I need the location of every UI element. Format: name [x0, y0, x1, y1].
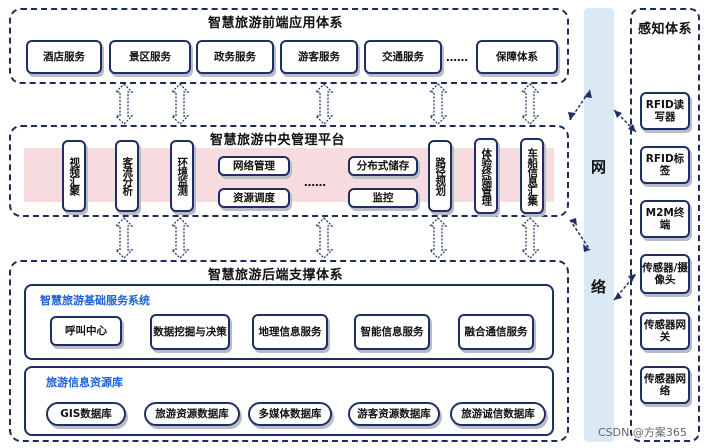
resource-panel [24, 366, 554, 436]
back-layer-title: 智慧旅游后端支撑体系 [208, 268, 344, 283]
perception-sensor-camera: 传感器/摄像头 [640, 254, 690, 294]
front-ellipsis: …… [446, 51, 468, 64]
arrow-central-back-1 [115, 217, 133, 259]
network-bar [584, 8, 614, 442]
arrow-front-central-4 [429, 83, 447, 125]
central-terminal: 体验终端管理 [474, 138, 498, 214]
db-integrity: 旅游诚信数据库 [450, 402, 546, 426]
arrow-central-back-2 [171, 217, 189, 259]
base-service-title: 智慧旅游基础服务系统 [40, 294, 150, 307]
front-layer-title: 智慧旅游前端应用体系 [208, 16, 344, 31]
central-layer [9, 125, 569, 217]
perception-rfid-tag: RFID标签 [640, 146, 690, 184]
watermark: CSDN @方案365 [598, 426, 687, 439]
arrow-central-back-5 [521, 217, 539, 259]
service-tourist: 游客服务 [280, 40, 358, 74]
central-monitor: 监控 [348, 188, 418, 208]
base-call-center: 呼叫中心 [50, 316, 122, 346]
arrow-central-back-4 [429, 217, 447, 259]
central-storage: 分布式储存 [348, 156, 418, 176]
service-traffic: 交通服务 [364, 40, 442, 74]
front-layer [9, 8, 569, 84]
db-tour-resource: 旅游资源数据库 [144, 402, 240, 426]
central-env: 环境监测 [170, 140, 194, 212]
perception-network: 传感器网络 [640, 366, 690, 404]
network-label-bottom: 络 [591, 278, 607, 296]
db-multimedia: 多媒体数据库 [248, 402, 332, 426]
resource-title: 旅游信息资源库 [46, 376, 123, 389]
arrow-front-central-5 [521, 83, 539, 125]
base-smart-info: 智能信息服务 [354, 314, 430, 350]
perception-layer [630, 8, 700, 442]
central-video: 视频汇聚 [62, 140, 86, 212]
central-route: 路径规划 [428, 140, 452, 212]
db-gis: GIS数据库 [46, 402, 126, 426]
central-ellipsis: …… [304, 176, 326, 189]
base-data-mining: 数据挖掘与决策 [150, 314, 230, 350]
perception-rfid-reader: RFID读写器 [640, 92, 690, 130]
central-resource-sched: 资源调度 [218, 188, 290, 208]
base-geo-info: 地理信息服务 [252, 314, 328, 350]
base-service-panel [24, 284, 554, 360]
arrow-front-central-1 [115, 83, 133, 125]
perception-m2m: M2M终端 [640, 200, 690, 238]
central-flow: 客流分析 [115, 140, 139, 212]
perception-title: 感知体系 [638, 22, 693, 37]
base-comm: 融合通信服务 [458, 314, 534, 350]
arrow-central-back-3 [315, 217, 333, 259]
service-hotel: 酒店服务 [26, 40, 102, 74]
back-layer [9, 260, 569, 442]
central-layer-title: 智慧旅游中央管理平台 [210, 133, 346, 148]
service-government: 政务服务 [196, 40, 274, 74]
perception-gateway: 传感器网关 [640, 312, 690, 350]
service-scenic: 景区服务 [109, 40, 191, 74]
network-label-top: 网 [591, 158, 607, 176]
arrow-diag-back [569, 219, 591, 251]
service-guarantee: 保障体系 [476, 40, 558, 74]
arrow-front-central-3 [315, 83, 333, 125]
central-network-mgmt: 网络管理 [218, 156, 290, 176]
db-tourist: 游客资源数据库 [348, 402, 440, 426]
arrow-front-central-2 [171, 83, 189, 125]
central-vehicle: 车船信息汇集 [520, 138, 544, 214]
